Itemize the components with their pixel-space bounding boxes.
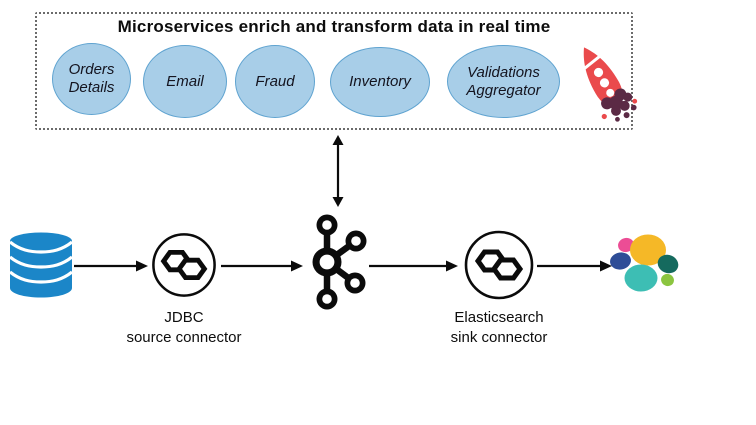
service-label: Aggregator bbox=[466, 81, 541, 99]
arrow-right-icon bbox=[369, 260, 458, 272]
service-label: Orders bbox=[68, 61, 115, 79]
service-label: Fraud bbox=[255, 72, 295, 90]
service-label: Inventory bbox=[349, 73, 411, 91]
connector-role: source connector bbox=[126, 328, 242, 346]
database-cylinder-icon bbox=[9, 232, 73, 298]
double-headed-arrow-icon bbox=[332, 135, 344, 207]
connector-name: Elasticsearch bbox=[454, 309, 544, 326]
service-ellipse-inventory: Inventory bbox=[330, 47, 430, 117]
microservices-box-title: Microservices enrich and transform data … bbox=[117, 17, 551, 36]
arrow-right-icon bbox=[221, 260, 303, 272]
elasticsearch-sink-connector-label: Elasticsearch sink connector bbox=[423, 308, 575, 348]
service-ellipse-email: Email bbox=[143, 45, 227, 118]
elasticsearch-logo-icon bbox=[610, 234, 679, 292]
jdbc-source-connector-icon bbox=[152, 233, 216, 297]
rocket-icon bbox=[580, 47, 638, 122]
arrow-right-icon bbox=[74, 260, 148, 272]
service-ellipse-fraud: Fraud bbox=[235, 45, 315, 118]
service-label: Details bbox=[68, 79, 115, 96]
connector-role: sink connector bbox=[450, 328, 548, 346]
service-label: Validations bbox=[467, 63, 540, 81]
service-ellipse-orders-details: Orders Details bbox=[52, 43, 131, 115]
service-label: Email bbox=[166, 72, 204, 90]
elasticsearch-sink-connector-icon bbox=[464, 230, 534, 300]
connector-name: JDBC bbox=[164, 309, 204, 326]
arrow-right-icon bbox=[537, 260, 612, 272]
kafka-logo-icon bbox=[312, 214, 367, 310]
service-ellipse-validations-aggregator: Validations Aggregator bbox=[447, 45, 560, 118]
jdbc-source-connector-label: JDBC source connector bbox=[109, 308, 259, 348]
